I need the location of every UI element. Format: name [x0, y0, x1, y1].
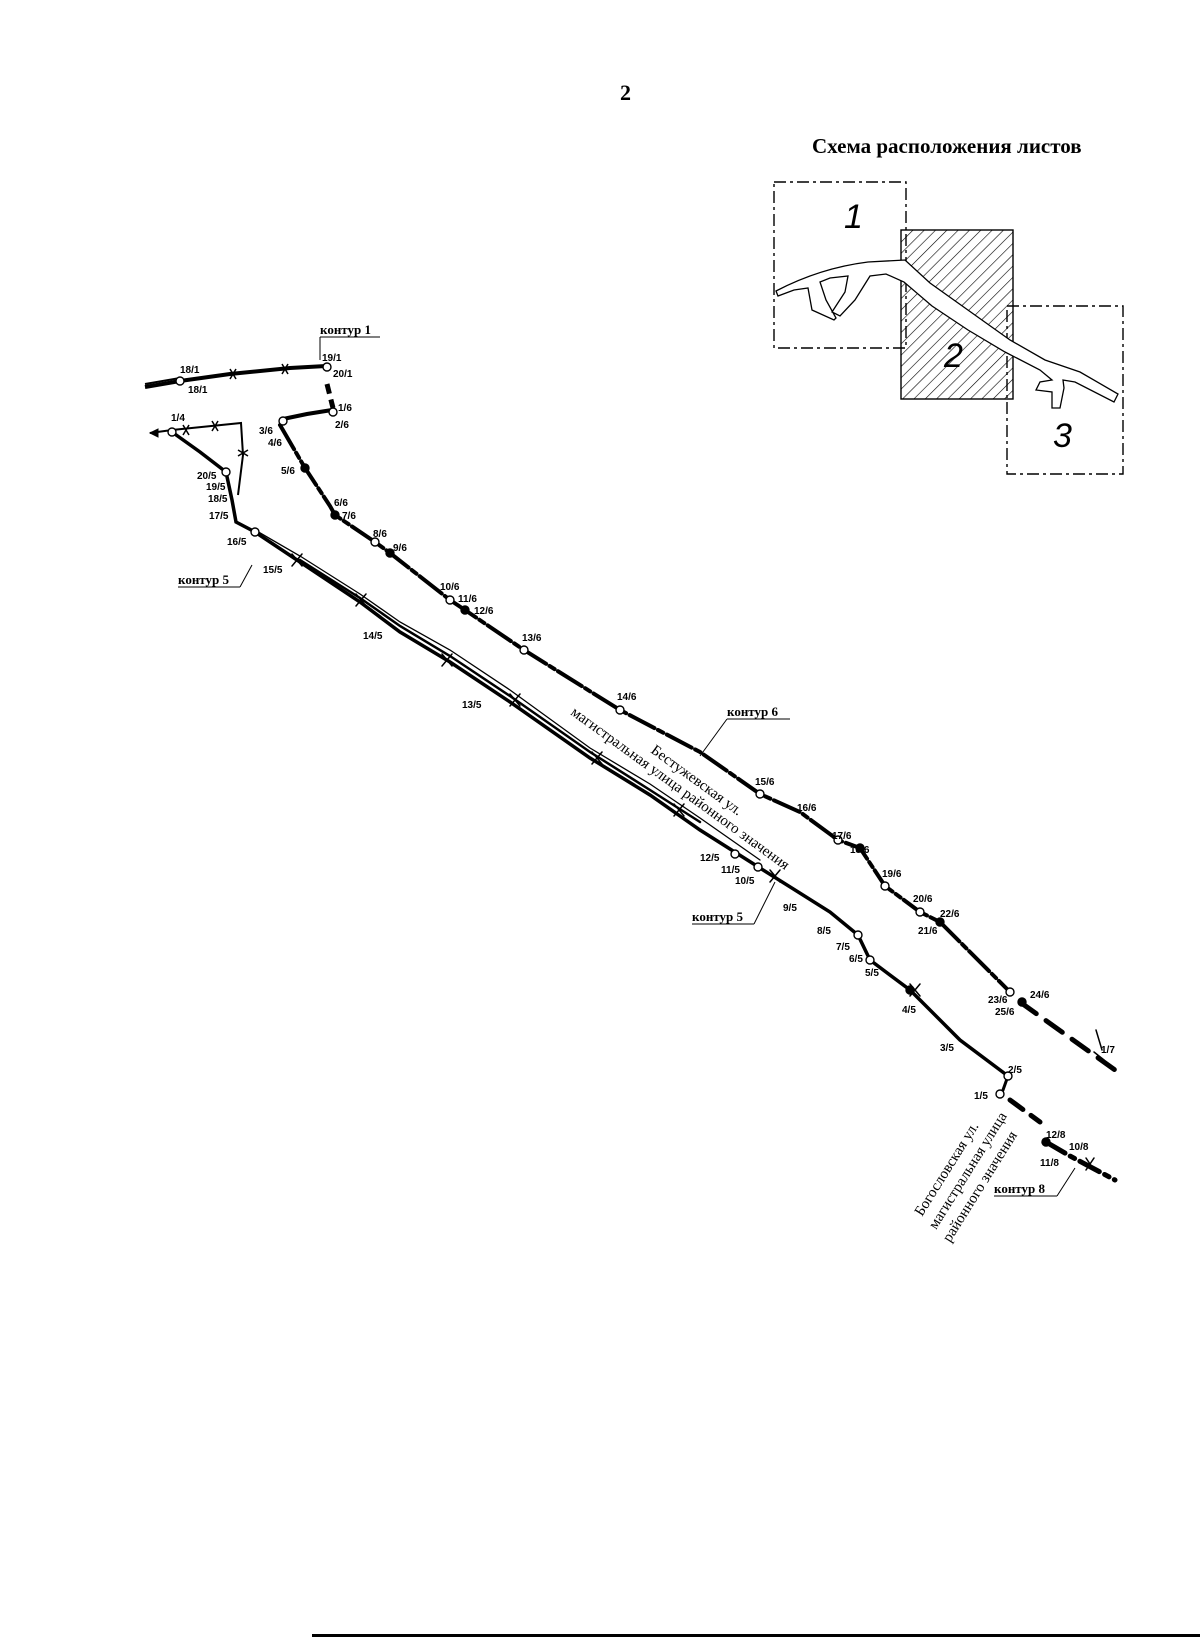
turning-point-markers [167, 362, 1051, 1147]
street-label-bestuzhevskaya-type: магистральная улица районного значения [568, 704, 793, 873]
point-label: 3/5 [940, 1043, 954, 1054]
point-label: 15/5 [263, 565, 283, 576]
contour-label-5-lower: контур 5 [692, 909, 744, 924]
point-label: 13/6 [522, 633, 542, 644]
point-label: 9/5 [783, 903, 797, 914]
page-number: 2 [620, 80, 631, 105]
point-label: 1/6 [338, 403, 352, 414]
scheme-title: Схема расположения листов [812, 134, 1082, 158]
point-label: 16/6 [797, 803, 817, 814]
contour-label-1: контур 1 [320, 322, 371, 337]
point-label: 19/5 [206, 482, 226, 493]
point-label: 14/6 [617, 692, 637, 703]
point-label: 11/6 [458, 594, 477, 605]
contour-6-boundary [278, 408, 1118, 1073]
point-label: 6/6 [334, 498, 348, 509]
point-label: 8/5 [817, 926, 831, 937]
point-label: 5/6 [281, 466, 295, 477]
point-label: 24/6 [1030, 990, 1050, 1001]
sheet-number-2: 2 [943, 337, 963, 375]
point-label: 18/1 [188, 385, 208, 396]
point-label: 2/6 [335, 420, 349, 431]
sheet-scheme: 1 2 3 [773, 181, 1124, 475]
contour-4-boundary [148, 420, 249, 496]
sheet-number-3: 3 [1053, 417, 1072, 455]
point-label: 22/6 [940, 909, 960, 920]
point-label: 14/5 [363, 631, 383, 642]
point-label: 20/5 [197, 471, 217, 482]
point-label: 4/5 [902, 1005, 916, 1016]
scheme-route-outline [775, 259, 1119, 409]
contour-label-6: контур 6 [727, 704, 779, 719]
point-label: 17/5 [209, 511, 229, 522]
point-labels: 18/1 18/1 19/1 20/1 1/4 1/6 2/6 3/6 4/6 … [171, 353, 1115, 1169]
point-label: 21/6 [918, 926, 938, 937]
point-label: 1/5 [974, 1091, 988, 1102]
contour-labels [178, 336, 1076, 1197]
contour-1-boundary [144, 363, 336, 409]
point-label: 12/5 [700, 853, 720, 864]
point-label: 12/6 [474, 606, 494, 617]
point-label: 19/6 [882, 869, 902, 880]
point-label: 1/7 [1101, 1045, 1115, 1056]
contour-label-8: контур 8 [994, 1181, 1046, 1196]
point-label: 15/6 [755, 777, 775, 788]
page-bottom-rule [312, 1634, 1200, 1637]
point-label: 5/5 [865, 968, 879, 979]
point-label: 20/1 [333, 369, 353, 380]
point-label: 7/5 [836, 942, 850, 953]
point-label: 11/5 [721, 865, 740, 876]
point-label: 2/5 [1008, 1065, 1022, 1076]
point-label: 13/5 [462, 700, 482, 711]
point-label: 8/6 [373, 529, 387, 540]
point-label: 9/6 [393, 543, 407, 554]
point-label: 12/8 [1046, 1130, 1066, 1141]
contour-8-boundary [1007, 1097, 1118, 1183]
point-label: 1/4 [171, 413, 185, 424]
point-label: 10/8 [1069, 1142, 1089, 1153]
point-label: 3/6 [259, 426, 273, 437]
point-label: 20/6 [913, 894, 933, 905]
point-label: 4/6 [268, 438, 282, 449]
contour-label-5-upper: контур 5 [178, 572, 230, 587]
point-label: 18/5 [208, 494, 228, 505]
point-label: 23/6 [988, 995, 1008, 1006]
point-label: 18/1 [180, 365, 200, 376]
point-label: 11/8 [1040, 1158, 1059, 1169]
point-label: 18/6 [850, 845, 870, 856]
point-label: 7/6 [342, 511, 356, 522]
point-label: 17/6 [832, 831, 852, 842]
point-label: 16/5 [227, 537, 247, 548]
contour-5-boundary [170, 430, 1010, 1096]
sheet-number-1: 1 [844, 198, 863, 236]
point-label: 6/5 [849, 954, 863, 965]
point-label: 10/5 [735, 876, 755, 887]
point-label: 25/6 [995, 1007, 1015, 1018]
point-label: 19/1 [322, 353, 342, 364]
point-label: 10/6 [440, 582, 460, 593]
sheet-frame-3 [1006, 305, 1124, 475]
